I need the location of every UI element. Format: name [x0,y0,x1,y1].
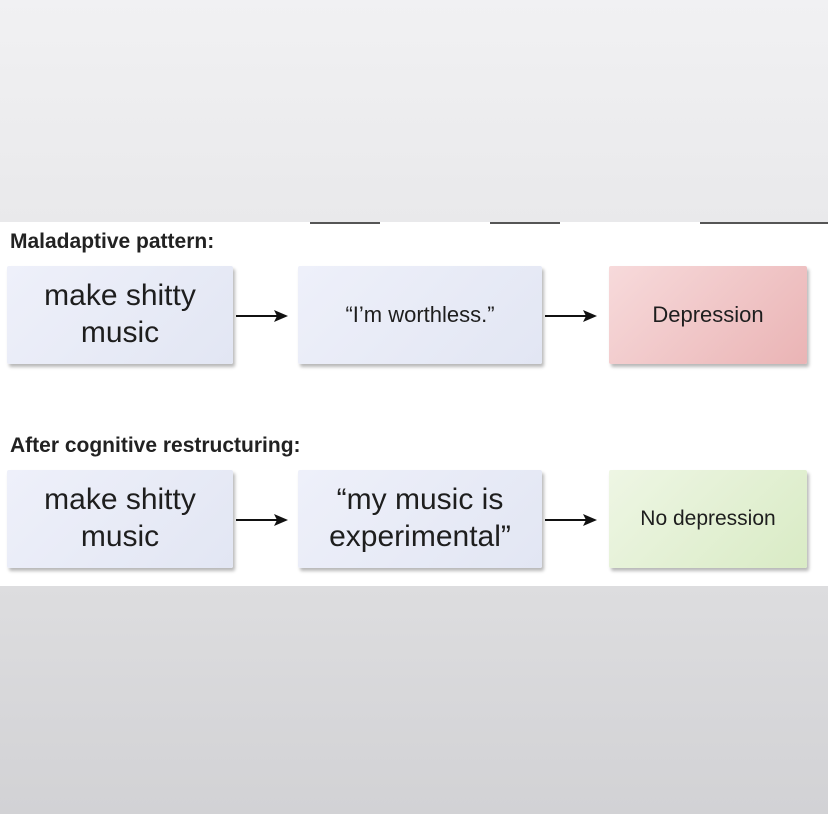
cause-text: make shitty music [44,483,196,553]
thought-text: “my music is experimental” [329,483,511,553]
arrow-icon [236,310,288,322]
arrow-icon [545,514,597,526]
cause-box: make shitty music [7,266,233,364]
cropped-edge-strokes [310,222,828,224]
arrow-icon [545,310,597,322]
thought-box: “my music is experimental” [298,470,542,568]
outcome-box-no-depression: No depression [609,470,807,568]
cause-box: make shitty music [7,470,233,568]
diagram-panel: Maladaptive pattern: make shitty music “… [0,222,828,586]
cause-text: make shitty music [44,279,196,349]
top-margin [0,0,828,222]
outcome-text: Depression [652,301,764,327]
outcome-text: No depression [640,507,776,531]
outcome-box-depression: Depression [609,266,807,364]
thought-box: “I’m worthless.” [298,266,542,364]
thought-text: “I’m worthless.” [345,301,495,327]
section-title-restructuring: After cognitive restructuring: [10,434,301,457]
section-title-maladaptive: Maladaptive pattern: [10,230,215,253]
arrow-icon [236,514,288,526]
bottom-margin [0,586,828,814]
